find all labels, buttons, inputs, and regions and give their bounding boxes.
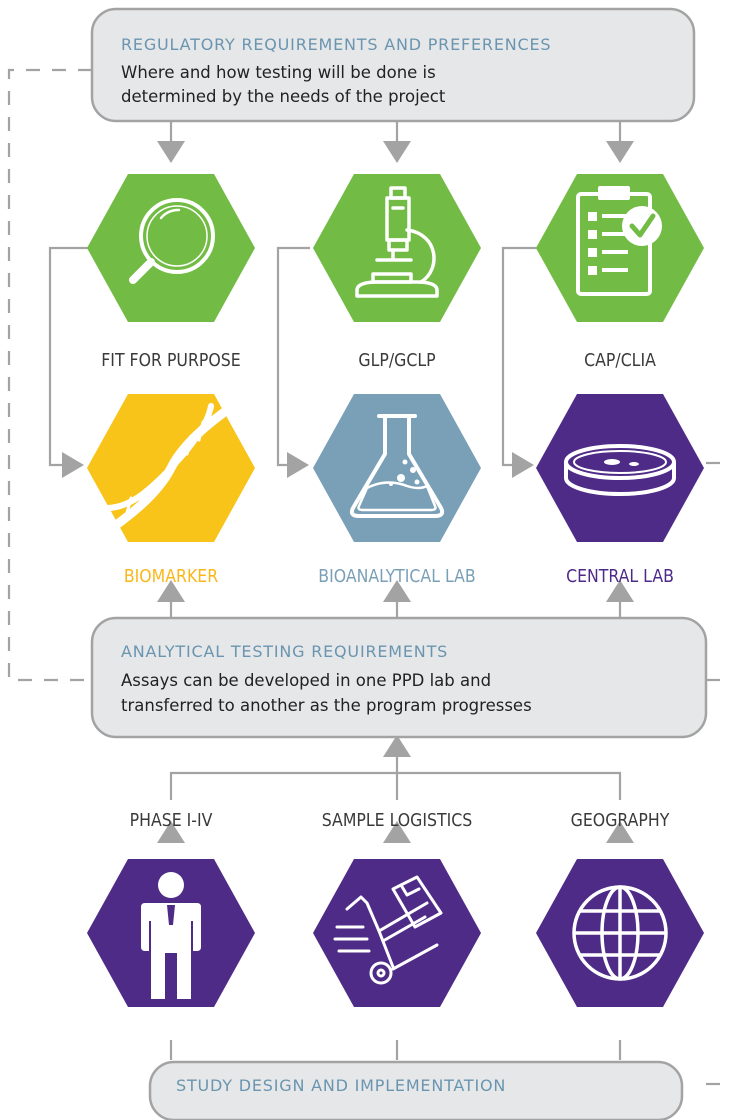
standard-label-glp-gclp: GLP/GCLP — [358, 351, 435, 371]
lab-label-central: CENTRAL LAB — [566, 567, 674, 587]
arrow-right-3 — [512, 452, 534, 478]
standard-hex-cap-clia — [536, 174, 704, 322]
factor-hex-phase — [87, 859, 255, 1007]
lab-label-bioanalytical: BIOANALYTICAL LAB — [318, 567, 475, 587]
regulatory-requirements-box: REGULATORY REQUIREMENTS AND PREFERENCES … — [90, 7, 696, 123]
lab-label-biomarker: BIOMARKER — [124, 567, 218, 587]
study-design-box: STUDY DESIGN AND IMPLEMENTATION — [148, 1060, 684, 1120]
regulatory-box-line-1: Where and how testing will be done is — [121, 63, 436, 82]
standard-label-fit-for-purpose: FIT FOR PURPOSE — [101, 351, 240, 371]
dashed-connectors — [7, 68, 732, 1086]
solid-connectors — [48, 122, 622, 1060]
arrow-down-3 — [606, 141, 634, 163]
factor-label-geography: GEOGRAPHY — [571, 811, 670, 831]
arrow-down-1 — [157, 141, 185, 163]
clipboard-check-icon — [576, 186, 662, 296]
analytical-box-title: ANALYTICAL TESTING REQUIREMENTS — [121, 642, 448, 661]
arrow-up-6 — [383, 821, 411, 843]
arrow-up-3 — [606, 580, 634, 602]
arrowheads — [62, 141, 634, 843]
analytical-box-line-1: Assays can be developed in one PPD lab a… — [121, 671, 491, 690]
flask-icon — [349, 414, 445, 518]
arrow-up-5 — [157, 821, 185, 843]
arrow-down-2 — [383, 141, 411, 163]
globe-icon — [572, 885, 668, 981]
standard-hex-fit-for-purpose — [87, 174, 255, 322]
regulatory-box-line-2: determined by the needs of the project — [121, 87, 446, 106]
magnifier-icon — [129, 198, 215, 284]
hand-truck-icon — [333, 875, 443, 985]
arrow-up-2 — [383, 580, 411, 602]
arrow-right-1 — [62, 452, 84, 478]
arrow-right-2 — [287, 452, 309, 478]
analytical-testing-box: ANALYTICAL TESTING REQUIREMENTS Assays c… — [90, 616, 708, 739]
dna-icon — [104, 401, 238, 535]
factor-hex-geography — [536, 859, 704, 1007]
arrow-up-7 — [606, 821, 634, 843]
left-dashed-loop — [7, 68, 92, 682]
standard-label-cap-clia: CAP/CLIA — [584, 351, 656, 371]
regulatory-box-title: REGULATORY REQUIREMENTS AND PREFERENCES — [121, 35, 551, 54]
lab-hex-bioanalytical — [313, 394, 481, 542]
lab-hex-central — [536, 394, 704, 542]
arrow-up-1 — [157, 580, 185, 602]
petri-dish-icon — [564, 444, 676, 496]
analytical-box-line-2: transferred to another as the program pr… — [121, 696, 532, 715]
factor-label-phase: PHASE I-IV — [130, 811, 213, 831]
factor-label-sample-logistics: SAMPLE LOGISTICS — [322, 811, 473, 831]
lab-hex-biomarker — [87, 394, 255, 542]
standard-hex-glp-gclp — [313, 174, 481, 322]
factor-hex-sample-logistics — [313, 859, 481, 1007]
arrow-up-4 — [383, 735, 411, 757]
microscope-icon — [355, 186, 439, 298]
person-icon — [141, 872, 201, 999]
study-box-title: STUDY DESIGN AND IMPLEMENTATION — [176, 1076, 506, 1095]
